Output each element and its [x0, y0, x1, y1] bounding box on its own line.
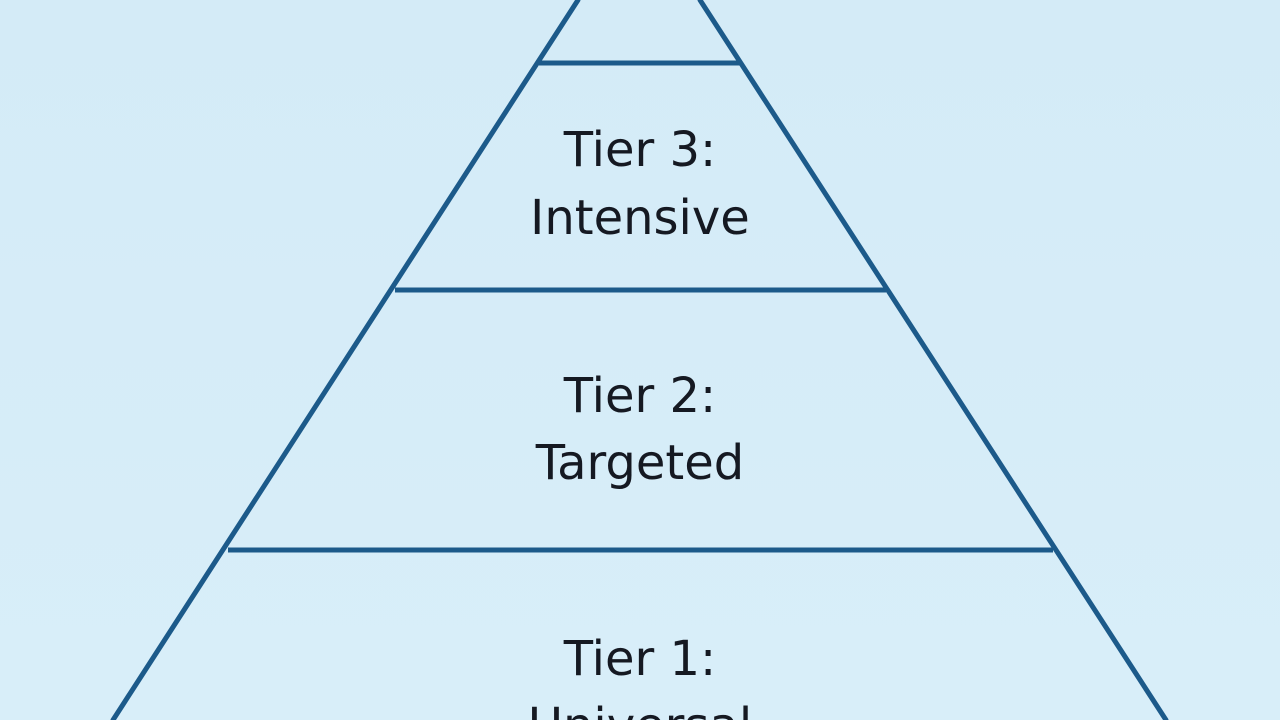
tier-2-label: Tier 2: Targeted — [535, 368, 745, 491]
tier-1-label: Tier 1: Universal — [528, 631, 752, 720]
tier-2-heading: Tier 2: — [563, 368, 716, 424]
tier-3-name: Intensive — [530, 190, 750, 246]
tier-3-heading: Tier 3: — [563, 122, 716, 178]
tier-1-name: Universal — [528, 698, 752, 720]
pyramid-right-edge — [697, 0, 1169, 720]
pyramid-left-edge — [110, 0, 581, 720]
tier-3-label: Tier 3: Intensive — [530, 122, 750, 246]
tier-1-heading: Tier 1: — [563, 631, 716, 687]
tier-2-name: Targeted — [535, 435, 745, 491]
